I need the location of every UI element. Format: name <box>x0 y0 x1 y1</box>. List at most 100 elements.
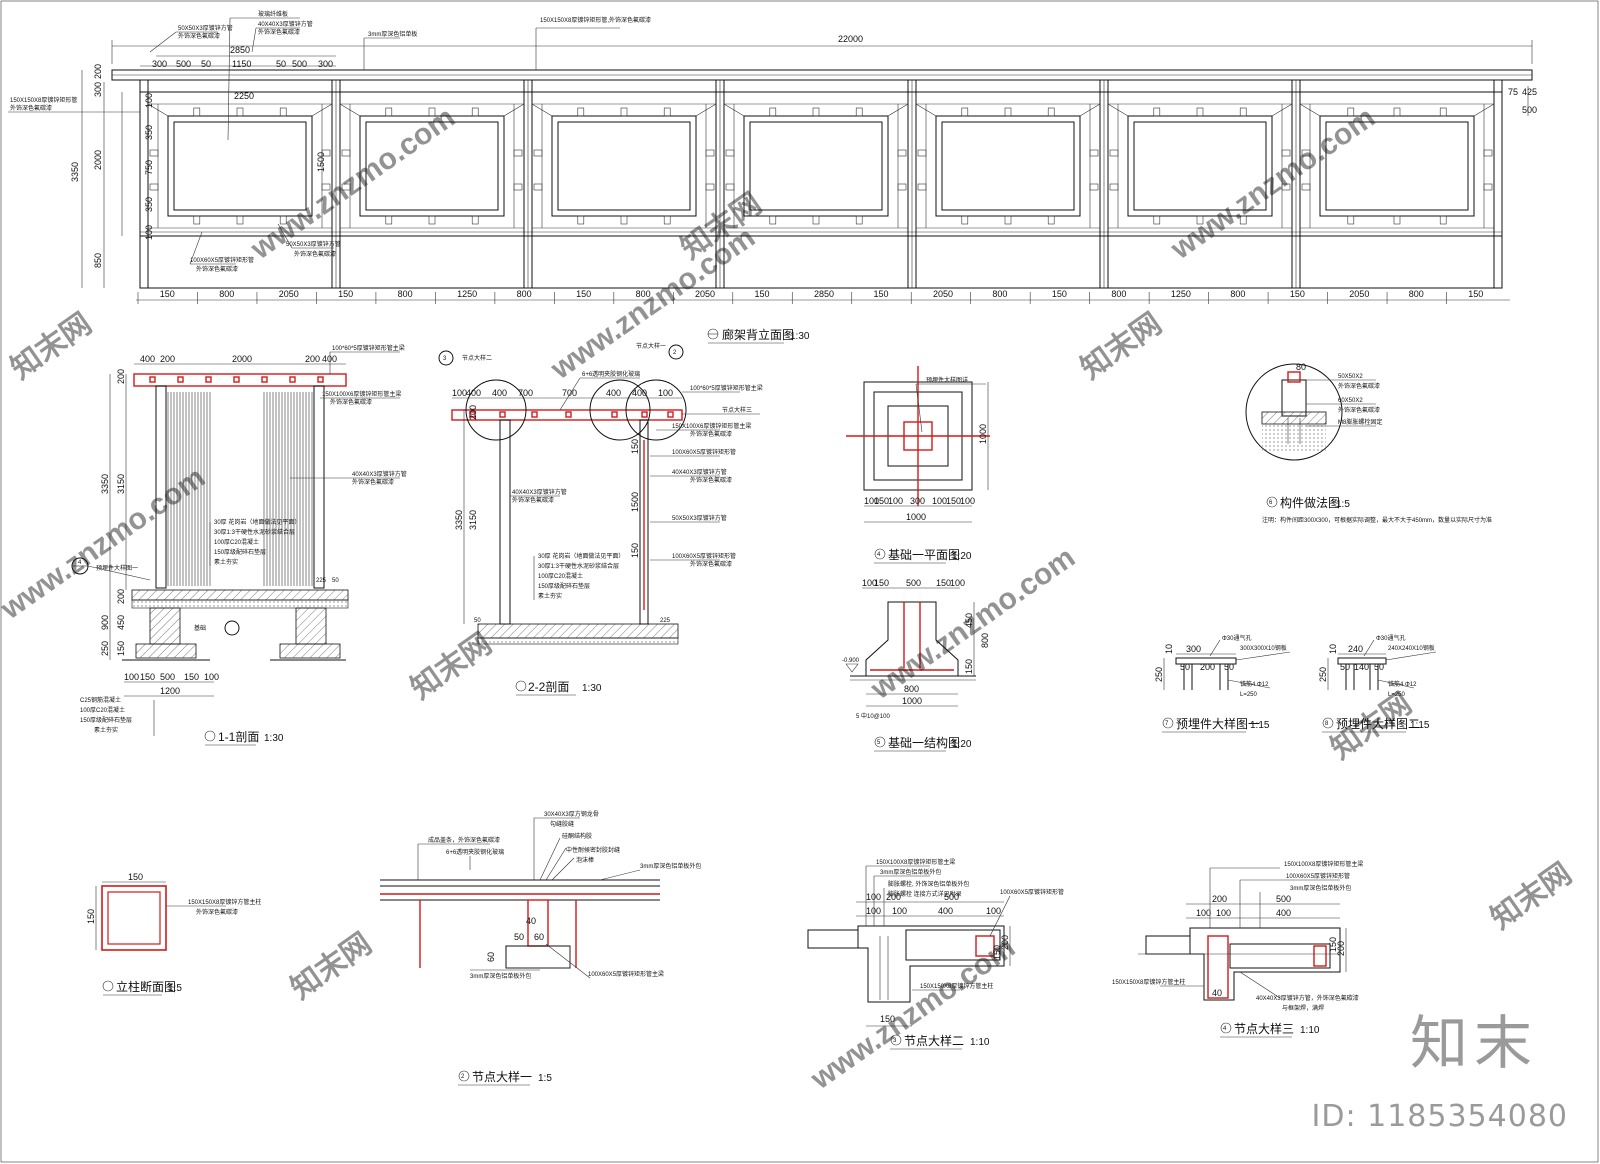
fp-dim-1000h: 1000 <box>906 512 926 522</box>
s22-top-dim: 400 <box>632 388 647 398</box>
fp-dim-100b: 100 <box>888 496 903 506</box>
s11-bdim-100b: 100 <box>204 672 219 682</box>
s11-note-paint1: 外饰深色氟碳漆 <box>330 398 372 406</box>
n2-dim-150h: 150 <box>880 1014 895 1024</box>
e2-note-plate: 240X240X10钢板 <box>1388 644 1435 652</box>
n2-dim-200v: 200 <box>1000 935 1010 950</box>
elevation-bottom-dim: 150 <box>338 289 353 299</box>
s22-top-dim: 700 <box>518 388 533 398</box>
watermark-text: 知末网 <box>405 627 498 706</box>
s22-note-layer1: 30厚 花岗岩（地面做法见平面） <box>538 552 624 560</box>
note-elev-150x150: 150X150X8厚镀锌矩形管,外饰深色氟碳漆 <box>540 16 651 24</box>
s11-bdim-500: 500 <box>160 672 175 682</box>
s22-note-paint3: 外饰深色氟碳漆 <box>690 560 732 568</box>
n1-note-gap: 勾缝胶缝 <box>550 820 574 828</box>
elevation-column <box>1493 79 1503 289</box>
fp-dim-300: 300 <box>910 496 925 506</box>
s11-beam-anchor <box>261 376 268 383</box>
s22-note-paint4: 外饰深色氟碳漆 <box>512 496 554 504</box>
e1-note-hole: Φ30通气孔 <box>1222 634 1251 642</box>
dim-500b: 500 <box>292 59 307 69</box>
e1-dim-250: 250 <box>1154 667 1164 682</box>
s11-dim-200: 200 <box>116 369 126 384</box>
e2-dim-50: 50 <box>1340 662 1350 672</box>
elevation-bottom-dim: 2850 <box>814 289 834 299</box>
e2-note-hole: Φ30通气孔 <box>1376 634 1405 642</box>
elevation-bottom-dim: 800 <box>636 289 651 299</box>
s22-note-node2: 节点大样二 <box>462 354 492 362</box>
n3-note-40x40: 40X40X3厚镀锌方管，外饰深色氟碳漆 <box>1256 994 1359 1002</box>
s22-note-layer3: 100厚C20混凝土 <box>538 572 583 580</box>
e1-num: 7 <box>1165 721 1169 727</box>
brand-watermark: 知末 <box>1409 1009 1538 1077</box>
s22-note-node3: 节点大样三 <box>722 406 752 414</box>
n2-note-bolt: 膨胀螺栓, 外饰深色铝单板外包 <box>888 880 969 888</box>
foundation-plan-scale: 1:20 <box>952 551 972 562</box>
watermark-text: 知末网 <box>285 927 378 1006</box>
n1-num: 2 <box>461 1074 465 1080</box>
watermark-text: 知末网 <box>1075 307 1168 386</box>
node3-drawing: 200 500 100 100 400 200 150 40 150X100X8… <box>1112 860 1363 1038</box>
dim-in-100b: 100 <box>144 225 154 240</box>
node2-scale: 1:10 <box>970 1037 990 1048</box>
n1-dim-60: 60 <box>534 932 544 942</box>
dim-300b: 300 <box>318 59 333 69</box>
s22-top-dim: 100 <box>452 388 467 398</box>
watermark-text: www.znzmo.com <box>804 931 1021 1097</box>
s11-note-paint2: 外饰深色氟碳漆 <box>352 478 394 486</box>
elevation-bottom-dim: 150 <box>873 289 888 299</box>
e2-note-len: L=250 <box>1388 692 1406 698</box>
s11-note-embed: 预埋件大样图一 <box>96 564 138 572</box>
fp-note: 预埋件大样图详 <box>926 376 968 384</box>
s11-note-c25: C25钢筋混凝土 <box>80 696 121 704</box>
dim-2850: 2850 <box>230 45 250 55</box>
n1-dim-50: 50 <box>514 932 524 942</box>
col-dim-h: 150 <box>86 909 96 924</box>
note-elev-paint3: 外饰深色氟碳漆 <box>294 250 336 258</box>
dim-2250: 2250 <box>234 91 254 101</box>
elevation-panel <box>935 115 1081 217</box>
dim-500r: 500 <box>1522 105 1537 115</box>
e1-dim-50b: 50 <box>1224 662 1234 672</box>
e1-note-len: L=250 <box>1240 692 1258 698</box>
embed2-title: 预埋件大样图二 <box>1336 716 1420 731</box>
dim-in-750: 750 <box>144 160 154 175</box>
n2-dim-150v: 150 <box>992 945 1002 960</box>
s11-dim-200: 200 <box>160 354 175 364</box>
s22-note-paint1: 外饰深色氟碳漆 <box>690 430 732 438</box>
e1-dim-10: 10 <box>1164 644 1174 654</box>
s11-note-c20: 100厚C20混凝土 <box>80 706 125 714</box>
s11-note-layer1: 30厚 花岗岩（地面做法见平面） <box>214 518 300 526</box>
dim-in-100: 100 <box>144 93 154 108</box>
image-id-watermark: ID: 1185354080 <box>1311 1099 1568 1134</box>
n1-note-seal: 中性耐候密封胶封缝 <box>566 846 620 854</box>
s11-beam-anchor <box>233 376 240 383</box>
s22-top-dim: 100 <box>658 388 673 398</box>
watermark-text: 知末网 <box>1485 857 1578 936</box>
watermark-text: www.znzmo.com <box>544 221 761 387</box>
e2-num: 8 <box>1325 721 1329 727</box>
elevation-drawing: 22000 2850 300 500 50 1150 50 500 300 22… <box>8 10 1537 344</box>
s22-top-dim: 400 <box>466 388 481 398</box>
e2-dim-140: 140 <box>1354 662 1369 672</box>
e2-note-rebar: 锚筋4 Φ12 <box>1388 680 1417 688</box>
s11-bdim-1200: 1200 <box>160 686 180 696</box>
elevation-title: 廊架背立面图 <box>722 327 794 342</box>
s22-top-dim: 700 <box>562 388 577 398</box>
e1-dim-300: 300 <box>1186 644 1201 654</box>
e1-note-plate: 300X300X10钢板 <box>1240 644 1287 652</box>
s11-dim-900: 900 <box>100 615 110 630</box>
fp-dim-1000v: 1000 <box>978 424 988 444</box>
elevation-bottom-dim: 150 <box>1468 289 1483 299</box>
node3-scale: 1:10 <box>1300 1025 1320 1036</box>
elevation-panel <box>743 115 889 217</box>
section11-title: 1-1剖面 <box>218 730 259 744</box>
dim-2000: 2000 <box>93 150 103 170</box>
s11-bdim-150b: 150 <box>184 672 199 682</box>
s22-note-100x60b: 100X60X5厚镀锌矩形管 <box>672 552 736 560</box>
component-remark: 注明：构件间距300X300，可根据实际调整，最大不大于450mm，数量以实际尺… <box>1262 516 1492 524</box>
s11-note-50: 50 <box>332 578 339 584</box>
s22-dim-225: 225 <box>660 618 671 624</box>
s22-beam-anchor <box>469 411 476 418</box>
dim-850: 850 <box>93 253 103 268</box>
